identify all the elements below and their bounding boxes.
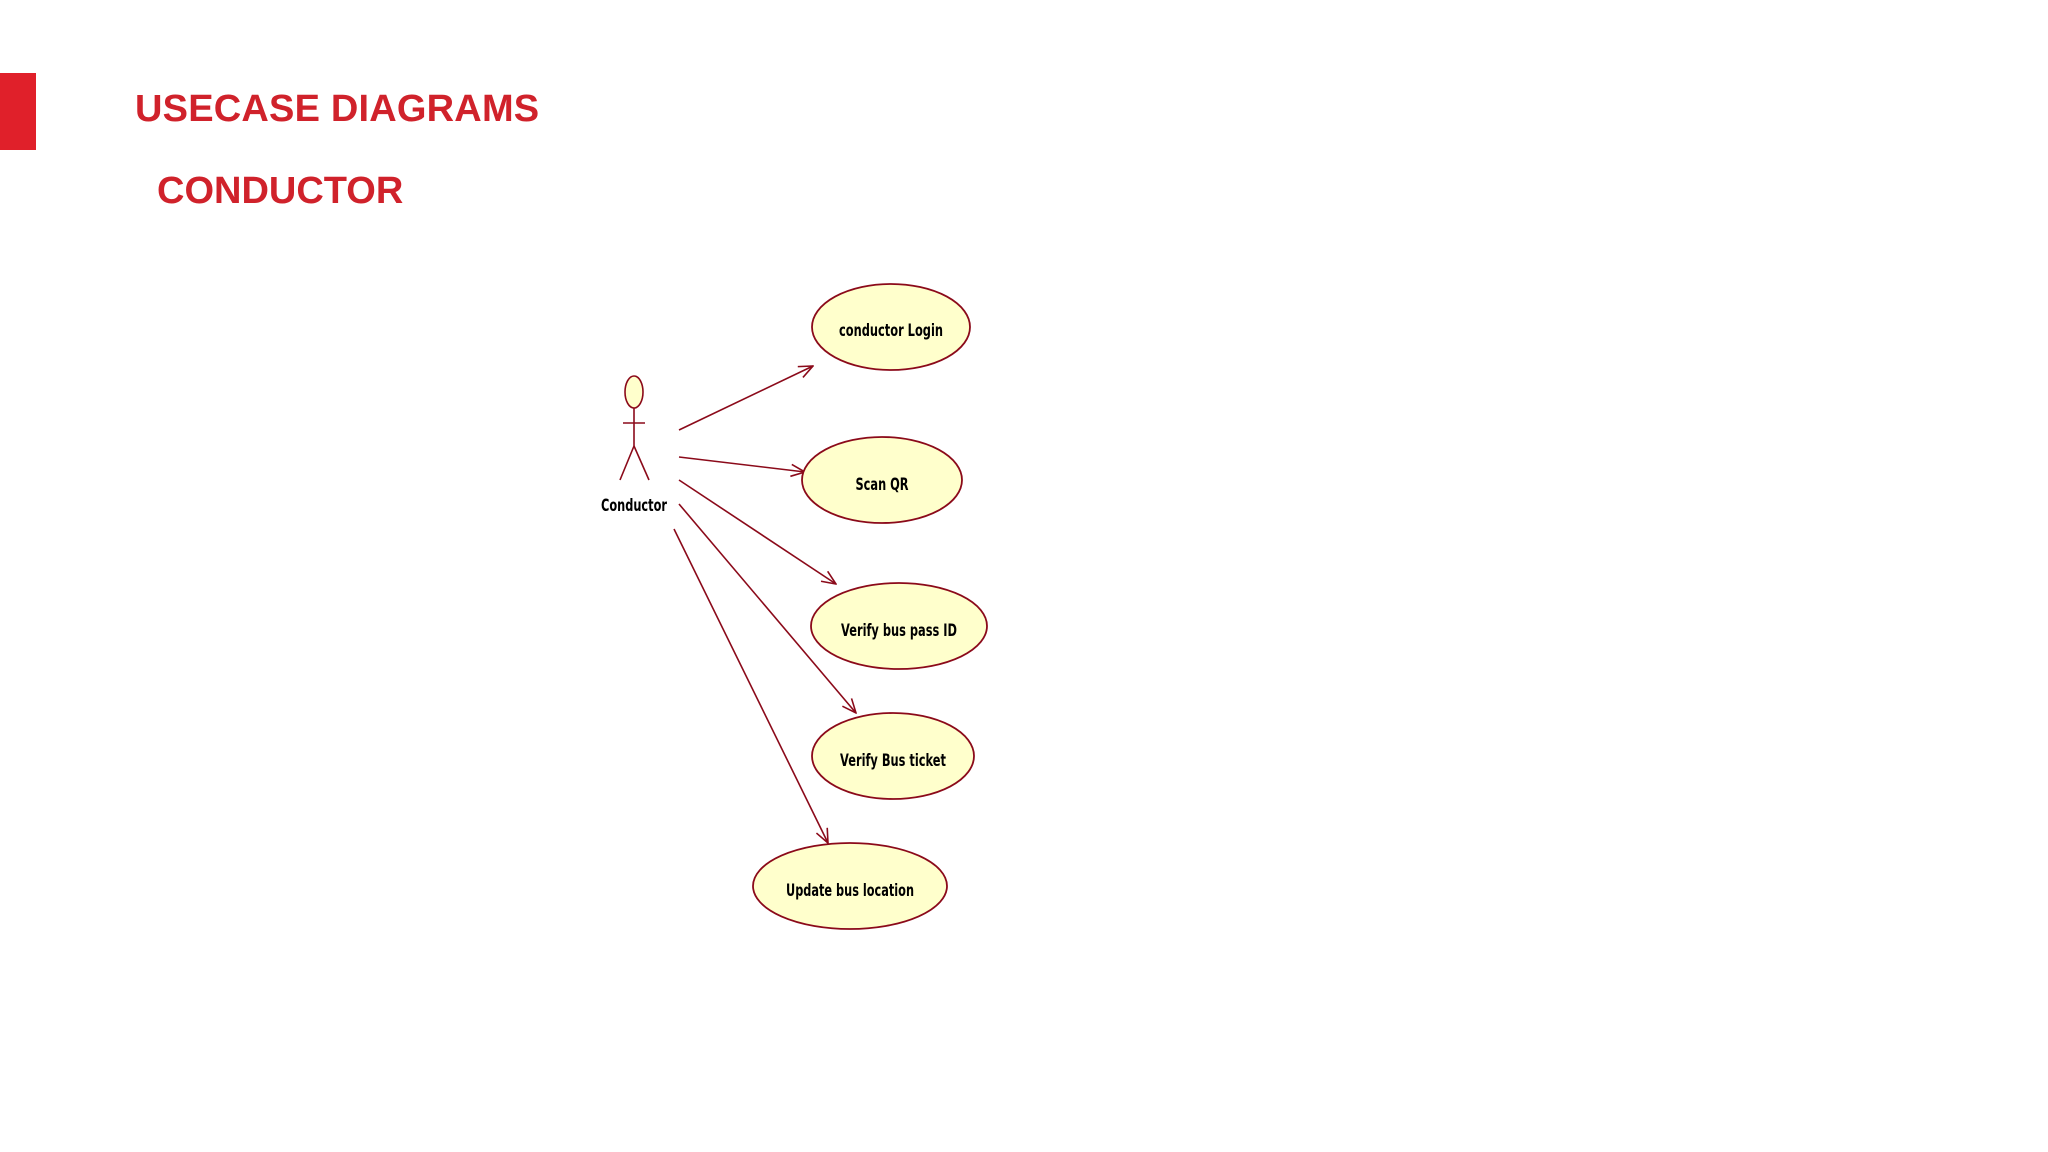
actor-left-leg — [619, 445, 635, 481]
usecase-label: Verify Bus ticket — [840, 751, 946, 771]
usecase-label: Update bus location — [786, 881, 914, 901]
usecase-shape — [811, 283, 971, 371]
accent-bar — [0, 73, 36, 150]
usecase-update-bus-location: Update bus location — [752, 842, 948, 930]
association-update-bus-location — [673, 528, 828, 843]
usecase-label: Scan QR — [856, 475, 909, 495]
usecase-shape — [810, 582, 988, 670]
usecase-verify-bus-pass-id: Verify bus pass ID — [810, 582, 988, 670]
association-verify-bus-pass — [678, 479, 836, 584]
actor-conductor: Conductor — [601, 375, 667, 516]
association-scan-qr — [678, 456, 805, 472]
association-conductor-login — [678, 366, 813, 431]
usecase-label: conductor Login — [839, 321, 943, 341]
actor-head — [624, 375, 644, 409]
slide-title: USECASE DIAGRAMS — [135, 88, 540, 130]
usecase-verify-bus-ticket: Verify Bus ticket — [811, 712, 975, 800]
usecase-shape — [801, 436, 963, 524]
usecase-shape — [811, 712, 975, 800]
usecase-scan-qr: Scan QR — [801, 436, 963, 524]
actor-right-leg — [633, 445, 650, 481]
association-verify-bus-ticket — [678, 503, 856, 713]
usecase-shape — [752, 842, 948, 930]
actor-label: Conductor — [601, 496, 667, 516]
usecase-conductor-login: conductor Login — [811, 283, 971, 371]
usecase-label: Verify bus pass ID — [841, 621, 957, 641]
associations — [673, 366, 856, 843]
slide-subtitle: CONDUCTOR — [157, 170, 404, 212]
